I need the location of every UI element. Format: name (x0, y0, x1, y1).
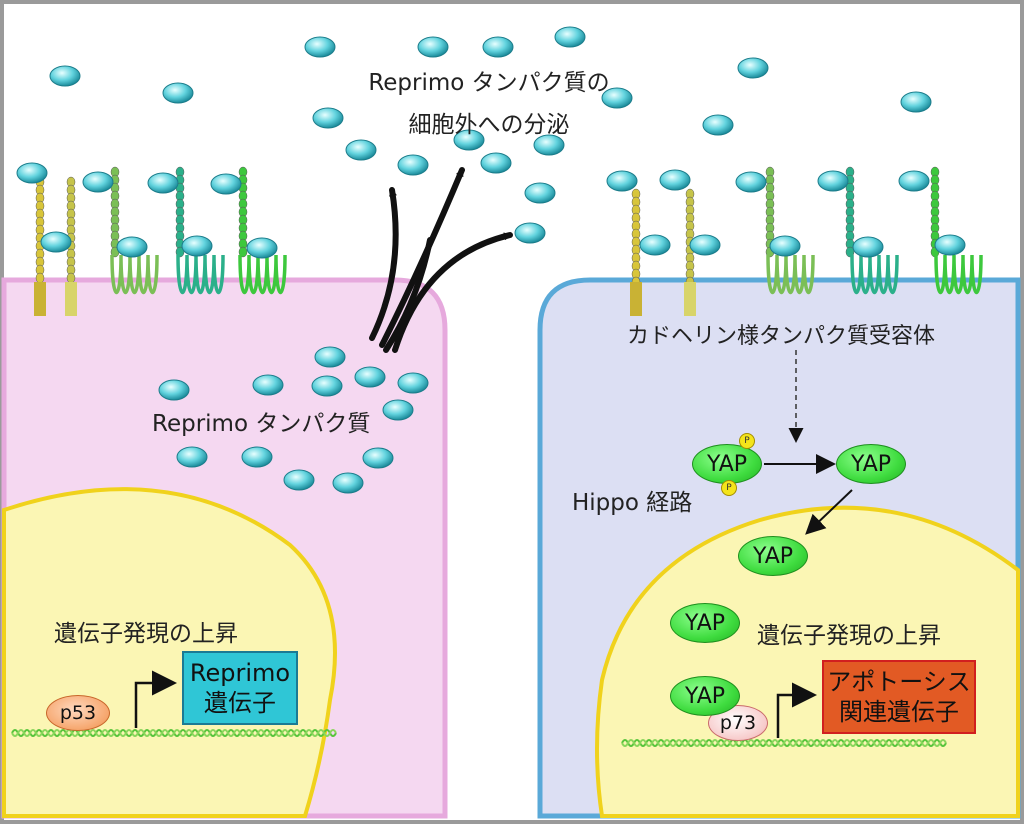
yap-nucleus: YAP (670, 603, 740, 643)
dna-strand (621, 739, 947, 747)
reprimo-protein-dot (49, 65, 81, 87)
yap-phosphorylated: YAP (692, 444, 762, 484)
reprimo-protein-dot (354, 366, 386, 388)
right-nucleus (595, 505, 1020, 818)
reprimo-protein-dot (181, 235, 213, 257)
reprimo-protein-dot (16, 162, 48, 184)
reprimo-protein-dot (934, 234, 966, 256)
receptor-anchor (65, 282, 77, 316)
phospho-marker: P (721, 480, 737, 496)
transmembrane-helix (934, 254, 983, 294)
receptor-anchor (684, 282, 696, 316)
receptor-anchor (630, 282, 642, 316)
reprimo-protein-dot (417, 36, 449, 58)
reprimo-gene-box: Reprimo 遺伝子 (182, 651, 298, 725)
reprimo-protein-dot (817, 170, 849, 192)
hippo-pathway-label: Hippo 経路 (572, 490, 693, 516)
transmembrane-helix (176, 254, 225, 294)
reprimo-protein-dot (606, 170, 638, 192)
reprimo-protein-dot (397, 372, 429, 394)
reprimo-protein-dot (453, 129, 485, 151)
reprimo-protein-dot (482, 36, 514, 58)
dna-strands (11, 729, 947, 747)
reprimo-protein-dot (314, 346, 346, 368)
transmembrane-helix (766, 254, 815, 294)
reprimo-protein-dot (311, 375, 343, 397)
transmembrane-helix (850, 254, 899, 294)
yap-bound: YAP (670, 676, 740, 716)
yap-active: YAP (836, 444, 906, 484)
apoptosis-gene-box: アポトーシス 関連遺伝子 (822, 660, 976, 734)
receptor-chain (35, 176, 45, 284)
reprimo-protein-dot (332, 472, 364, 494)
reprimo-protein-dot (246, 237, 278, 259)
nuclear-entry-arrow (805, 489, 853, 535)
reprimo-protein-dot (533, 134, 565, 156)
transcription-arrow-right (776, 682, 817, 738)
reprimo-protein-dot (900, 91, 932, 113)
reprimo-protein-dot (659, 169, 691, 191)
reprimo-protein-dot (852, 236, 884, 258)
reprimo-protein-dot (241, 446, 273, 468)
transmembrane-helix (110, 254, 159, 294)
reprimo-protein-dot (82, 171, 114, 193)
reprimo-protein-dot (116, 236, 148, 258)
p53-factor: p53 (46, 695, 110, 731)
transcription-arrow-left (134, 670, 177, 728)
reprimo-protein-dot (702, 114, 734, 136)
reprimo-protein-dot (639, 234, 671, 256)
reprimo-protein-dots (16, 26, 966, 494)
reprimo-protein-dot (158, 379, 190, 401)
cadherin-receptor-label: カドヘリン様タンパク質受容体 (627, 324, 936, 349)
receptor-chain (66, 176, 76, 284)
phospho-marker: P (739, 433, 755, 449)
reprimo-protein-dot (735, 171, 767, 193)
reprimo-protein-dot (176, 446, 208, 468)
cadherin-receptors (34, 166, 983, 316)
reprimo-protein-dot (769, 235, 801, 257)
reprimo-protein-dot (689, 234, 721, 256)
reprimo-protein-dot (312, 107, 344, 129)
yap-nuclear: YAP (738, 536, 808, 576)
reprimo-protein-dot (898, 170, 930, 192)
secretion-label: Reprimo タンパク質の 細胞外への分泌 (368, 70, 610, 138)
reprimo-protein-dot (524, 182, 556, 204)
reprimo-protein-dot (252, 374, 284, 396)
reprimo-protein-dot (283, 469, 315, 491)
reprimo-protein-dot (147, 172, 179, 194)
dna-strand (11, 729, 337, 737)
receptor-chain (845, 166, 855, 258)
reprimo-protein-dot (554, 26, 586, 48)
reprimo-protein-dot (514, 222, 546, 244)
reprimo-protein-dot (480, 152, 512, 174)
reprimo-protein-label: Reprimo タンパク質 (152, 411, 371, 437)
reprimo-protein-dot (737, 57, 769, 79)
transmembrane-helix (238, 254, 287, 294)
reprimo-protein-dot (345, 139, 377, 161)
reprimo-protein-dot (162, 82, 194, 104)
reprimo-protein-dot (362, 447, 394, 469)
reprimo-protein-dot (304, 36, 336, 58)
receptor-anchor (34, 282, 46, 316)
gene-expression-up-right: 遺伝子発現の上昇 (757, 623, 941, 649)
secretion-arrow (369, 167, 513, 353)
p73-factor: p73 (708, 705, 768, 741)
reprimo-protein-dot (397, 154, 429, 176)
gene-expression-up-left: 遺伝子発現の上昇 (54, 621, 238, 647)
reprimo-protein-dot (40, 231, 72, 253)
receptor-chain (175, 166, 185, 258)
reprimo-protein-dot (601, 87, 633, 109)
reprimo-protein-dot (210, 173, 242, 195)
reprimo-protein-dot (382, 399, 414, 421)
